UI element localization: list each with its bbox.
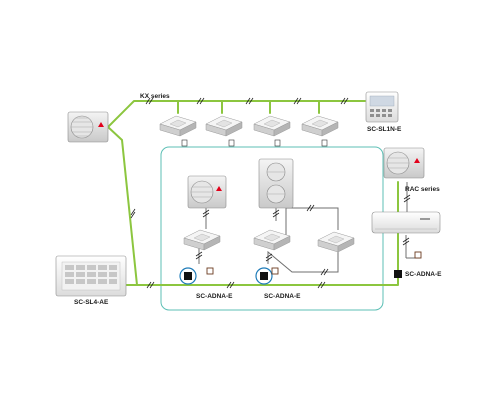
- label-kx-series: KX series: [140, 93, 170, 100]
- outdoor-unit-kx: [67, 111, 109, 143]
- rac-wall-unit: [371, 211, 441, 234]
- outdoor-unit-rac: [383, 147, 425, 179]
- sc-sl4-ae-controller: [55, 255, 127, 297]
- label-sc-sl4-ae: SC-SL4-AE: [74, 299, 109, 306]
- adapter-right: [394, 270, 402, 278]
- cassette-unit: [301, 115, 339, 137]
- label-sc-adna-e-right: SC-ADNA-E: [405, 271, 442, 278]
- control-wiring: [107, 100, 399, 286]
- brand-logo-icon: [414, 158, 420, 163]
- remote-square-icons: [206, 251, 422, 275]
- outdoor-unit-small: [187, 175, 227, 209]
- brand-logo-icon: [216, 186, 222, 191]
- adapter-left: [179, 267, 197, 285]
- wired-remote-icons: [181, 139, 328, 147]
- label-sc-adna-e-mid: SC-ADNA-E: [264, 293, 301, 300]
- cassette-unit: [159, 115, 197, 137]
- label-sc-sl1n-e: SC-SL1N-E: [367, 126, 402, 133]
- outdoor-unit-large: [258, 158, 294, 209]
- sc-sl1n-e-controller: [365, 91, 399, 123]
- cassette-unit: [183, 229, 221, 251]
- label-rac-series: RAC series: [405, 186, 440, 193]
- brand-logo-icon: [98, 122, 104, 127]
- label-sc-adna-e-left: SC-ADNA-E: [196, 293, 233, 300]
- cassette-unit: [317, 231, 355, 253]
- inner-cassette-units: [183, 229, 355, 253]
- adapter-mid: [255, 267, 273, 285]
- cassette-unit: [253, 229, 291, 251]
- kx-cassette-units: [159, 115, 339, 137]
- cassette-unit: [253, 115, 291, 137]
- wire-marks: [130, 97, 411, 289]
- cassette-unit: [205, 115, 243, 137]
